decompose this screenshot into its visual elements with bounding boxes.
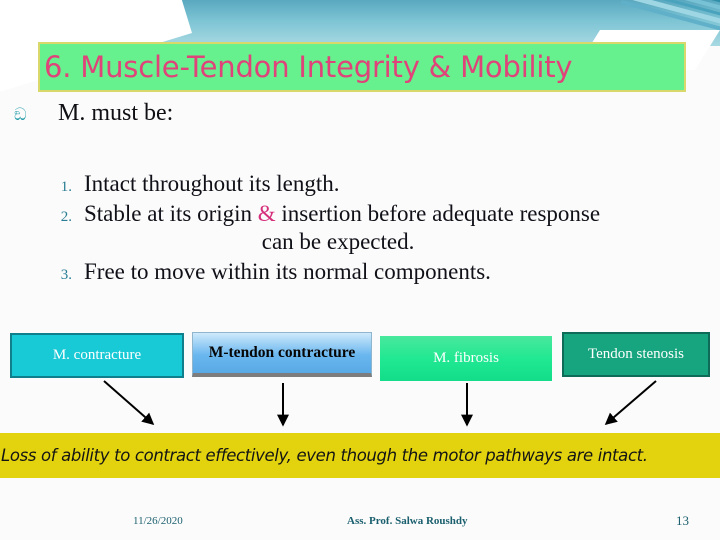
header-decoration-band (0, 0, 720, 121)
flow-box-label: Tendon stenosis (587, 346, 685, 362)
conclusion-banner: Loss of ability to contract effectively,… (0, 433, 720, 478)
footer-date: 11/26/2020 (133, 515, 183, 527)
list-item-text-post: insertion before adequate response (275, 201, 601, 227)
list-item-number: 1. (60, 179, 72, 195)
ornament-bullet-icon: ඞ (14, 105, 27, 125)
list-item-continuation: can be expected. (261, 229, 415, 255)
ampersand-highlight: & (257, 201, 276, 227)
list-item: 3. Free to move within its normal compon… (0, 258, 720, 286)
list-item-text: Intact throughout its length. (84, 171, 340, 196)
conclusion-banner-text: Loss of ability to contract effectively,… (1, 446, 648, 465)
footer-author: Ass. Prof. Salwa Roushdy (347, 515, 468, 527)
page-title: 6. Muscle-Tendon Integrity & Mobility (44, 50, 573, 84)
flow-box-label: M. fibrosis (433, 350, 499, 366)
footer-page-number: 13 (676, 513, 689, 528)
slide-title-bar: 6. Muscle-Tendon Integrity & Mobility (38, 42, 686, 92)
slide-footer: 11/26/2020 Ass. Prof. Salwa Roushdy 13 (0, 505, 720, 535)
list-item-number: 3. (60, 267, 72, 284)
flow-box-m-tendon-contracture[interactable]: M-tendon contracture (192, 332, 372, 377)
requirements-list: 1. Intact throughout its length. 2. Stab… (0, 170, 720, 288)
flow-arrows (103, 380, 657, 427)
list-item-text: Stable at its origin & insertion before … (84, 200, 600, 256)
list-item: 1. Intact throughout its length. (0, 170, 720, 198)
list-item-text-pre: Stable at its origin (84, 201, 258, 227)
arrow-from-tendon-stenosis (604, 380, 657, 426)
list-item-text: Free to move within its normal component… (84, 259, 491, 285)
flow-box-tendon-stenosis[interactable]: Tendon stenosis (562, 332, 710, 377)
flow-box-m-contracture[interactable]: M. contracture (10, 333, 184, 378)
flow-box-label: M-tendon contracture (208, 344, 356, 361)
flow-box-label: M. contracture (52, 347, 142, 363)
list-item: 2. Stable at its origin & insertion befo… (0, 200, 720, 256)
bullet-row: ඞ M. must be: (8, 100, 708, 127)
list-item-number: 2. (60, 209, 72, 226)
bullet-text: M. must be: (58, 100, 174, 126)
arrow-from-m-contracture (103, 380, 155, 426)
flow-box-m-fibrosis[interactable]: M. fibrosis (380, 336, 552, 381)
